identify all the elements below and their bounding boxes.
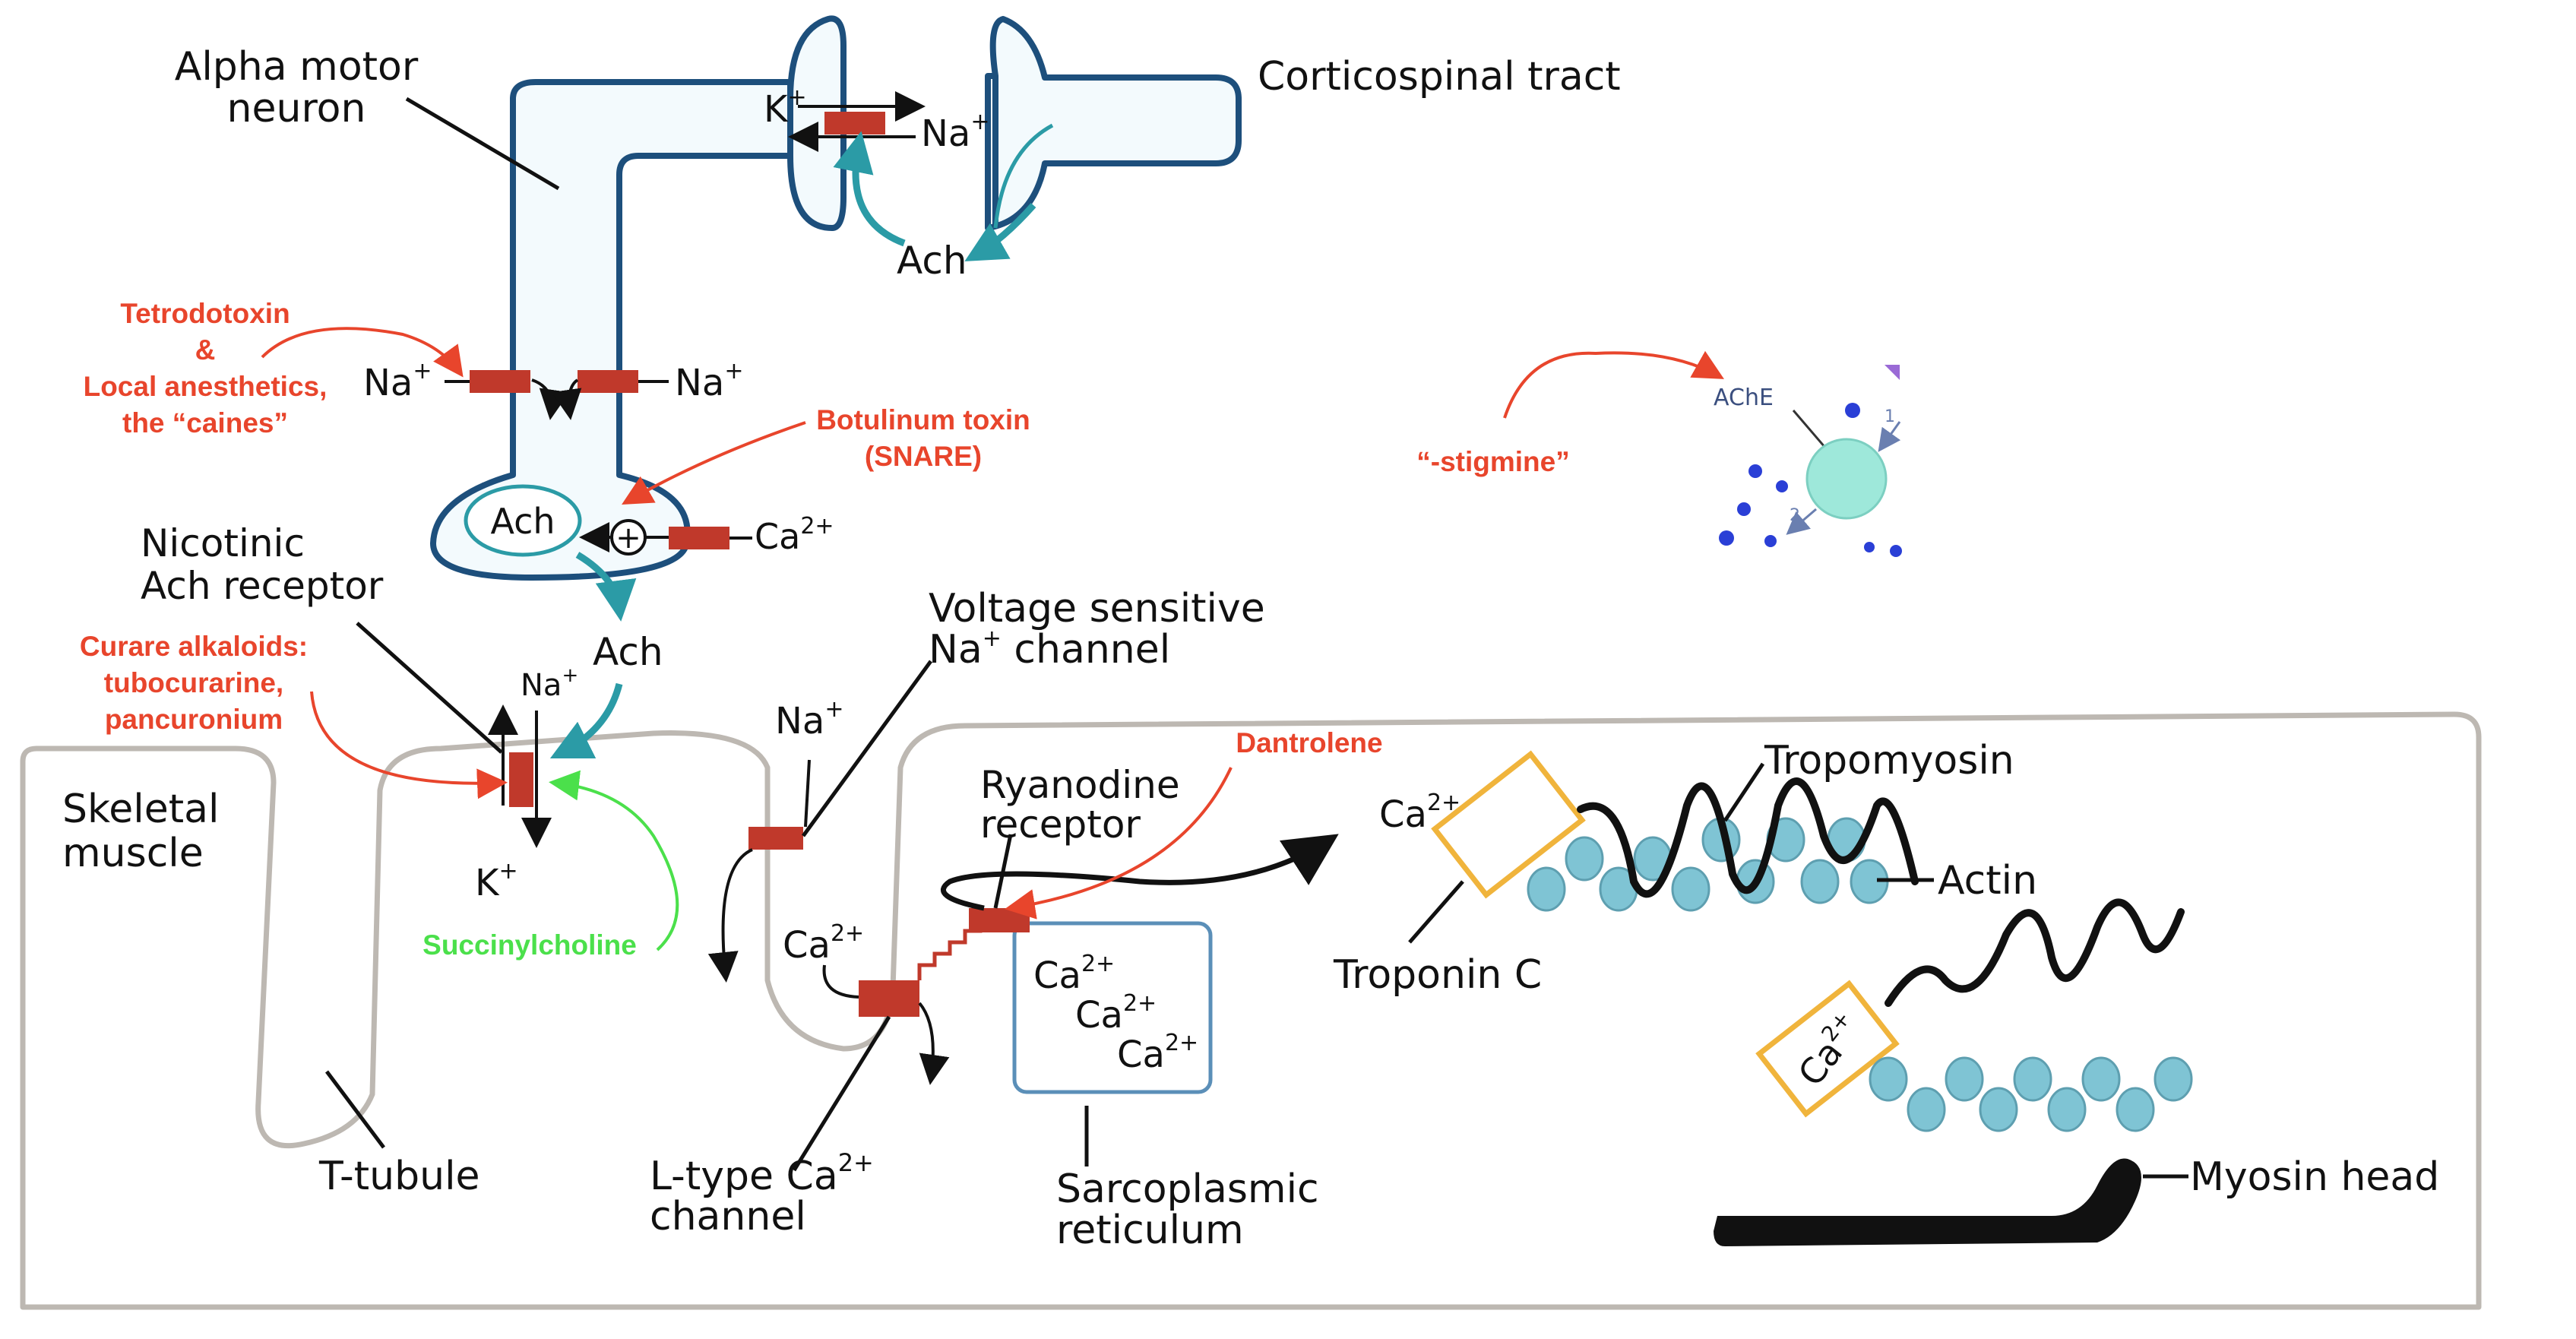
actin-filament-bottom — [1869, 1056, 2193, 1132]
ache-step-2: 2 — [1790, 506, 1800, 525]
dantrolene-label: Dantrolene — [1236, 727, 1382, 758]
skeletal-muscle-label-2: muscle — [62, 831, 204, 876]
ach-released-label: Ach — [593, 630, 663, 674]
na-channel-right — [578, 370, 638, 393]
k-nicotinic-label: K+ — [475, 858, 518, 904]
top-ion-channel — [824, 112, 885, 135]
succinylcholine-label: Succinylcholine — [422, 929, 637, 961]
actin-label: Actin — [1938, 858, 2037, 904]
botulinum-line-2: (SNARE) — [865, 441, 982, 472]
stigmine-label: “-stigmine” — [1416, 446, 1569, 477]
curare-line-2: tubocurarine, — [104, 667, 283, 698]
plus-circle — [610, 519, 647, 556]
na-nicotinic-label: Na+ — [521, 664, 578, 703]
l-type-ca-channel — [859, 980, 919, 1017]
ach-vesicle-label: Ach — [490, 501, 555, 542]
purple-fragment — [1885, 365, 1900, 380]
na-channel-left — [470, 370, 530, 393]
ach-vesicle — [464, 484, 582, 557]
corticospinal-tract-label: Corticospinal tract — [1258, 54, 1621, 100]
tropomyosin-strand-bottom — [1885, 898, 2185, 1007]
na-left-label: Na+ — [363, 358, 432, 404]
l-type-label-2: channel — [650, 1194, 806, 1239]
na-vsc-label: Na+ — [775, 696, 843, 742]
curare-line-3: pancuronium — [105, 704, 283, 735]
myosin-head-label: Myosin head — [2190, 1154, 2439, 1200]
ach-to-receptor-arrow — [549, 682, 623, 759]
ca-sr-label-1: Ca2+ — [1033, 951, 1115, 997]
ache-step-1: 1 — [1885, 407, 1895, 426]
ca-released-label: Ca2+ — [1379, 790, 1460, 836]
myosin-head — [1714, 1158, 2141, 1246]
ach-top-label: Ach — [897, 239, 967, 283]
ache-label: AChE — [1714, 385, 1774, 411]
k-top-label: K+ — [764, 84, 807, 131]
synaptic-vesicle-curve — [993, 123, 1054, 229]
ca-channel-terminal — [669, 527, 729, 549]
alpha-motor-neuron-label-1: Alpha motor — [175, 44, 419, 90]
botulinum-line-1: Botulinum toxin — [816, 404, 1030, 435]
ca-sr-label-3: Ca2+ — [1117, 1030, 1198, 1076]
sarcoplasmic-label-1: Sarcoplasmic — [1056, 1166, 1319, 1212]
t-tubule-label: T-tubule — [318, 1154, 480, 1199]
actin-filament-top — [1527, 817, 1889, 912]
plus-sign: + — [616, 521, 641, 556]
voltage-sensitive-label-2: Na+ channel — [929, 625, 1170, 673]
corticospinal-axon — [985, 16, 1242, 231]
tetrodotoxin-line-1: Tetrodotoxin — [120, 298, 290, 329]
troponin-c-bound-box — [1755, 980, 1900, 1118]
ach-top-arrow — [833, 131, 906, 247]
ach-release-arrow — [575, 552, 637, 622]
skeletal-muscle-outline — [20, 711, 2482, 1310]
l-type-label-1: L-type Ca2+ — [650, 1148, 874, 1199]
ryanodine-label-2: receptor — [980, 802, 1141, 847]
tropomyosin-label: Tropomyosin — [1764, 738, 2014, 783]
ryanodine-label-1: Ryanodine — [980, 763, 1180, 807]
curare-line-1: Curare alkaloids: — [80, 631, 308, 662]
ache-enzyme — [1805, 438, 1888, 520]
troponin-c-label: Troponin C — [1333, 952, 1542, 998]
tetrodotoxin-line-4: the “caines” — [122, 407, 288, 438]
ryanodine-receptor — [969, 908, 1030, 932]
sarcoplasmic-reticulum — [1012, 921, 1213, 1094]
na-top-label: Na+ — [921, 109, 989, 155]
acetylcholine-molecules — [1719, 403, 1902, 557]
ca-release-arrow — [941, 834, 1339, 911]
sarcoplasmic-label-2: reticulum — [1056, 1208, 1244, 1253]
tetrodotoxin-line-3: Local anesthetics, — [84, 371, 328, 402]
troponin-c-box — [1431, 750, 1586, 899]
ca-ltype-label: Ca2+ — [783, 920, 864, 967]
alpha-motor-neuron-body — [430, 79, 793, 581]
tetrodotoxin-line-2: & — [195, 334, 216, 366]
tropomyosin-strand-top — [1577, 777, 1919, 898]
nicotinic-label-2: Ach receptor — [141, 564, 384, 608]
nicotinic-receptor — [509, 752, 533, 807]
na-right-label: Na+ — [675, 358, 743, 404]
nicotinic-label-1: Nicotinic — [141, 521, 305, 565]
voltage-sensitive-na-channel — [748, 827, 803, 850]
skeletal-muscle-label-1: Skeletal — [62, 787, 219, 832]
alpha-motor-neuron-label-2: neuron — [227, 86, 366, 131]
ca-sr-label-2: Ca2+ — [1075, 990, 1157, 1037]
voltage-sensitive-label-1: Voltage sensitive — [929, 586, 1265, 632]
ca-terminal-label: Ca2+ — [755, 513, 834, 557]
